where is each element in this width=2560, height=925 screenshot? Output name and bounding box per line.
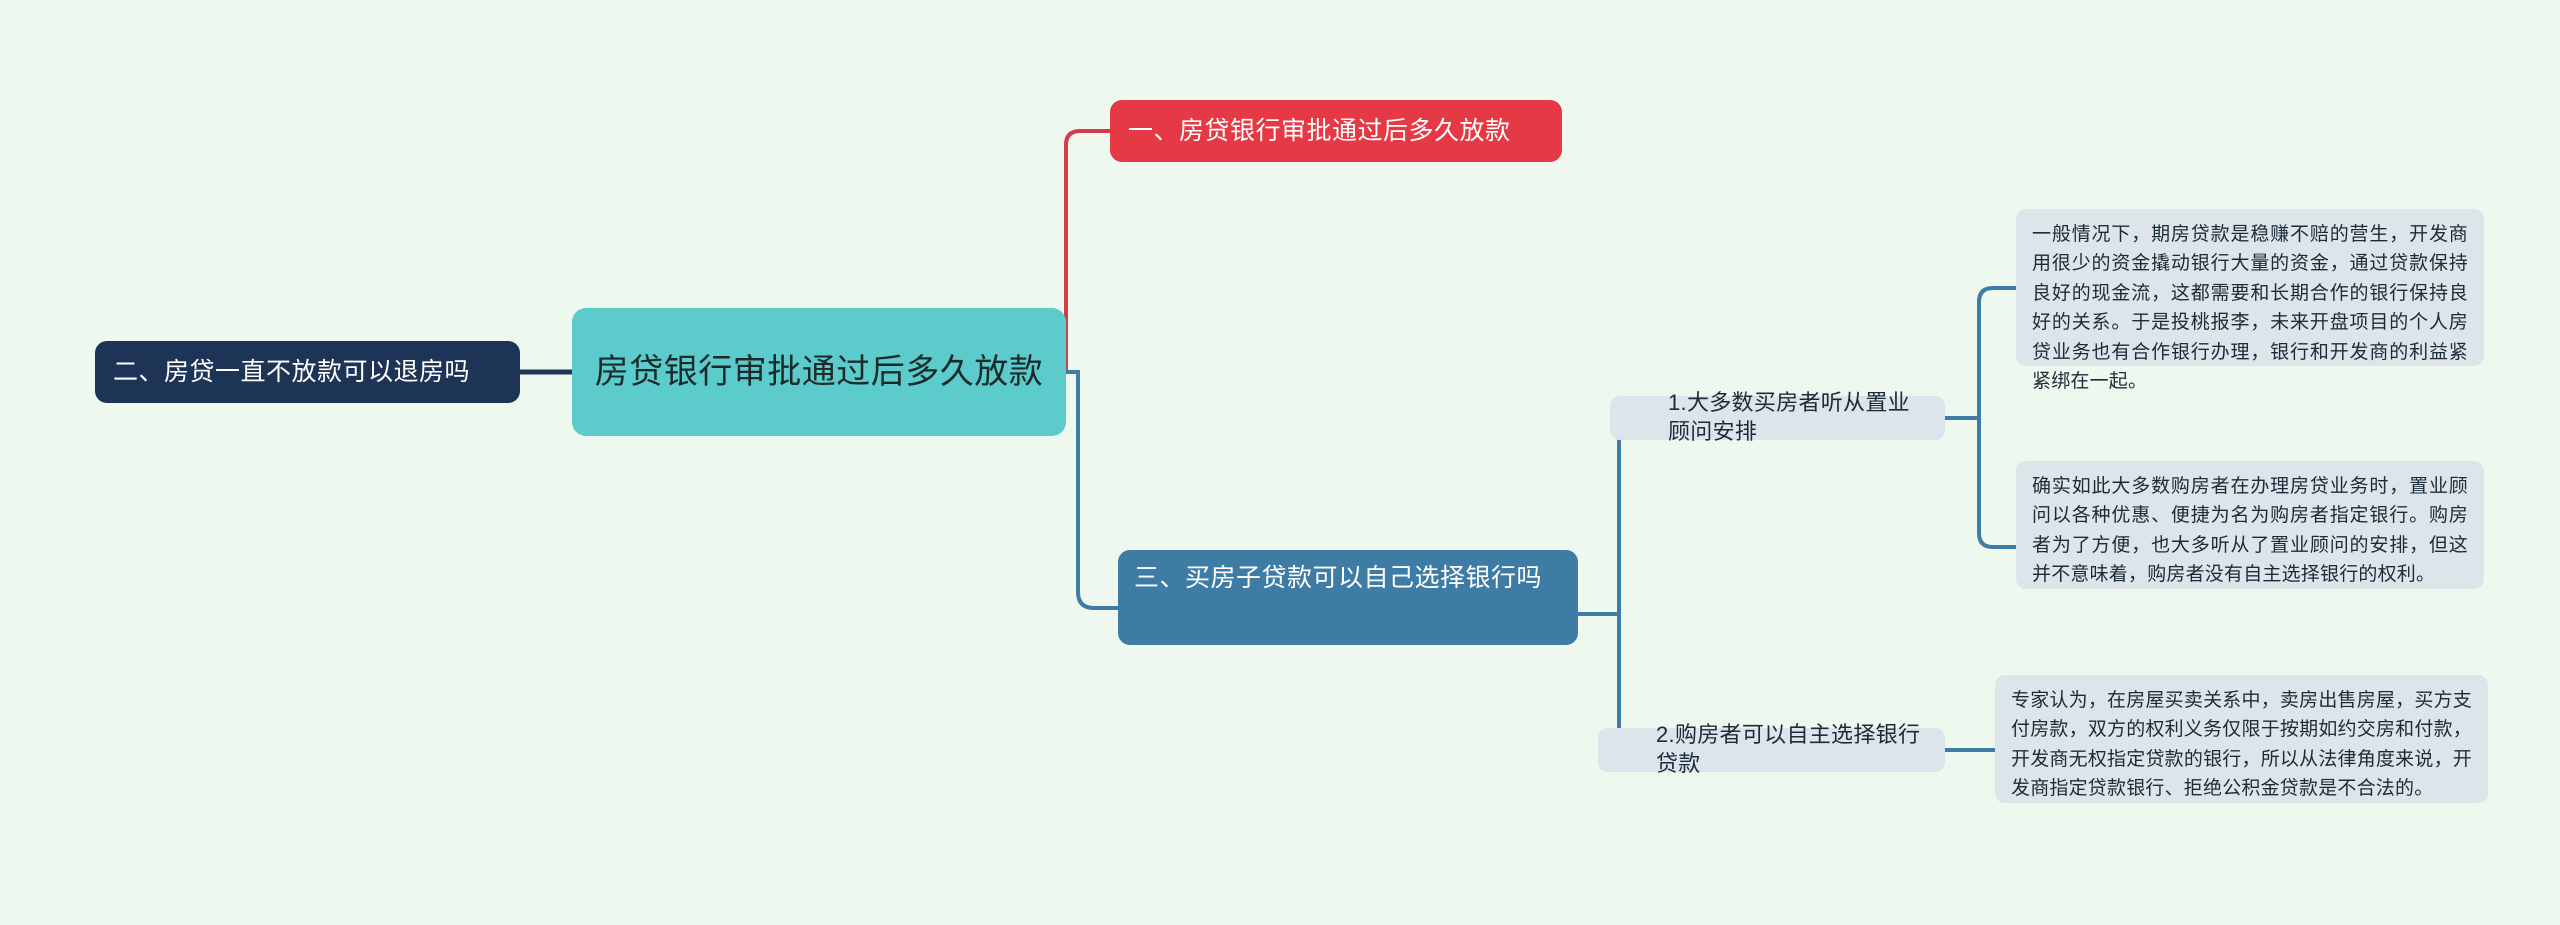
root-node-label: 房贷银行审批通过后多久放款 (594, 352, 1044, 391)
connector-topic-three-to-subtopic-1 (1617, 416, 1672, 614)
detail-card-2[interactable]: 确实如此大多数购房者在办理房贷业务时，置业顾问以各种优惠、便捷为名为购房者指定银… (2016, 461, 2484, 589)
subtopic-node-1-label: 1.大多数买房者听从置业顾问安排 (1668, 390, 1910, 444)
topic-node-three-label: 三、买房子贷款可以自己选择银行吗 (1134, 564, 1543, 592)
connector-root-to-topic-three (1066, 370, 1118, 610)
connector-subtopic-1-to-card-1 (1977, 286, 2016, 418)
connector-subtopic-1-to-card-2 (1977, 418, 2016, 549)
subtopic-node-2[interactable]: 2.购房者可以自主选择银行贷款 (1598, 722, 1945, 776)
subtopic-node-1[interactable]: 1.大多数买房者听从置业顾问安排 (1610, 390, 1945, 444)
topic-node-three[interactable]: 三、买房子贷款可以自己选择银行吗 (1118, 550, 1578, 645)
detail-card-1-text: 一般情况下，期房贷款是稳赚不赔的营生，开发商用很少的资金撬动银行大量的资金，通过… (2032, 224, 2468, 393)
detail-card-3-text: 专家认为，在房屋买卖关系中，卖房出售房屋，买方支付房款，双方的权利义务仅限于按期… (2011, 690, 2472, 800)
topic-node-one[interactable]: 一、房贷银行审批通过后多久放款 (1110, 100, 1562, 162)
root-node[interactable]: 房贷银行审批通过后多久放款 (572, 308, 1066, 436)
detail-card-1[interactable]: 一般情况下，期房贷款是稳赚不赔的营生，开发商用很少的资金撬动银行大量的资金，通过… (2016, 209, 2484, 392)
topic-node-left[interactable]: 二、房贷一直不放款可以退房吗 (95, 341, 520, 403)
topic-node-left-label: 二、房贷一直不放款可以退房吗 (113, 357, 471, 386)
detail-card-2-text: 确实如此大多数购房者在办理房贷业务时，置业顾问以各种优惠、便捷为名为购房者指定银… (2032, 476, 2468, 586)
connector-root-to-topic-one (1064, 129, 1110, 372)
subtopic-node-2-label: 2.购房者可以自主选择银行贷款 (1656, 722, 1921, 776)
detail-card-3[interactable]: 专家认为，在房屋买卖关系中，卖房出售房屋，买方支付房款，双方的权利义务仅限于按期… (1995, 675, 2488, 803)
topic-node-one-label: 一、房贷银行审批通过后多久放款 (1128, 116, 1511, 145)
